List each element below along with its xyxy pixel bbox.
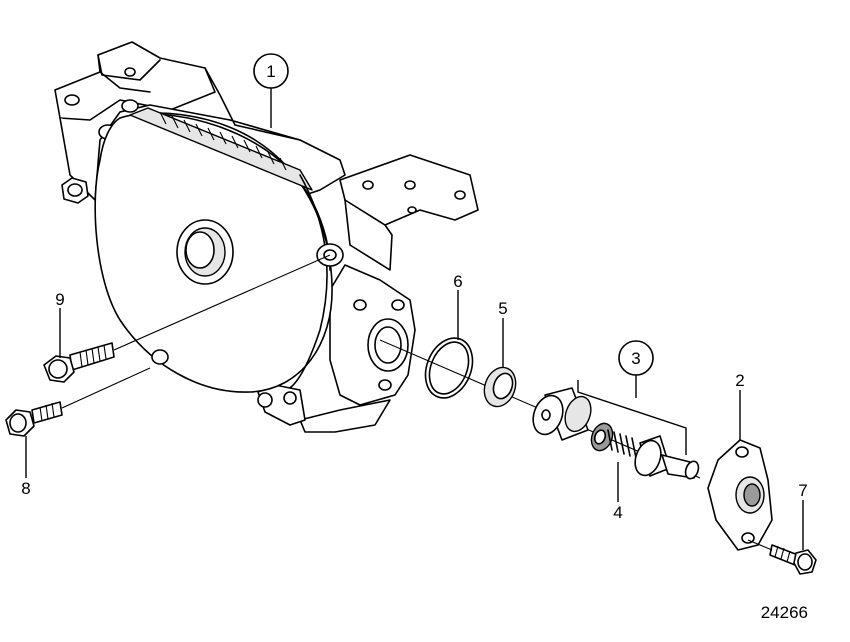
figure-number: 24266 bbox=[761, 603, 808, 622]
callout-8: 8 bbox=[21, 479, 30, 498]
pump-housing bbox=[54, 41, 479, 433]
cover-plate-2 bbox=[707, 439, 773, 551]
callout-4: 4 bbox=[613, 503, 622, 522]
callout-1-label: 1 bbox=[266, 62, 275, 81]
callout-9: 9 bbox=[55, 290, 64, 309]
bolt-9 bbox=[43, 342, 115, 383]
valve-sleeve bbox=[532, 387, 592, 441]
valve-plunger bbox=[634, 435, 700, 480]
o-ring-6 bbox=[424, 337, 474, 399]
callout-5: 5 bbox=[498, 299, 507, 318]
spring-4 bbox=[590, 422, 637, 459]
callout-7: 7 bbox=[798, 481, 807, 500]
bolt-8 bbox=[5, 401, 63, 437]
callout-5-label: 5 bbox=[498, 299, 507, 318]
callout-4-label: 4 bbox=[613, 503, 622, 522]
callout-9-label: 9 bbox=[55, 290, 64, 309]
housing-bolt-left bbox=[61, 177, 89, 204]
callout-8-label: 8 bbox=[21, 479, 30, 498]
seal-ring-5 bbox=[483, 366, 517, 408]
callout-1: 1 bbox=[253, 53, 289, 89]
callout-6-label: 6 bbox=[453, 272, 462, 291]
callout-2: 2 bbox=[735, 371, 744, 390]
callout-6: 6 bbox=[453, 272, 462, 291]
bolt-7 bbox=[769, 544, 817, 575]
callout-3-label: 3 bbox=[631, 349, 640, 368]
callout-7-label: 7 bbox=[798, 481, 807, 500]
leader-lines bbox=[25, 88, 804, 550]
callout-3: 3 bbox=[618, 340, 654, 376]
callout-2-label: 2 bbox=[735, 371, 744, 390]
